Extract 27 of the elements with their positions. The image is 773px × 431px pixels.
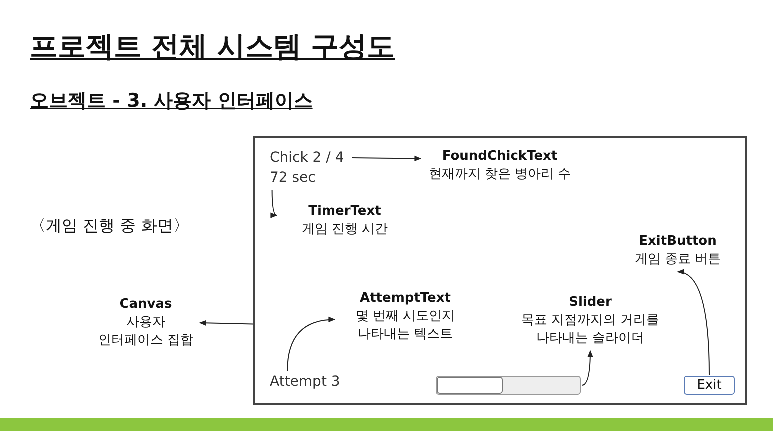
slider (436, 376, 581, 395)
exit-button: Exit (684, 376, 735, 395)
object-name: ExitButton (638, 233, 718, 251)
description-text: 목표 지점까지의 거리를 나타내는 슬라이더 (520, 312, 661, 348)
object-name: TimerText (308, 203, 382, 221)
status-text: Chick 2 / 4 (270, 150, 344, 166)
screen-frame (253, 136, 747, 405)
arrow (677, 270, 710, 376)
status-text: Attempt 3 (270, 374, 340, 390)
arrow (270, 190, 278, 217)
status-text: 72 sec (270, 170, 316, 186)
description-text: 게임 종료 버튼 (634, 251, 722, 269)
description-text: 게임 진행 시간 (300, 221, 390, 239)
arrow (352, 156, 422, 162)
screen-caption: 〈게임 진행 중 화면〉 (30, 216, 190, 237)
section-heading: 오브젝트 - 3. 사용자 인터페이스 (30, 89, 313, 114)
object-name: Canvas (118, 296, 174, 314)
slide-title: 프로젝트 전체 시스템 구성도 (30, 29, 396, 65)
arrow (287, 317, 336, 372)
object-name: AttemptText (359, 290, 452, 308)
object-name: Slider (568, 294, 613, 312)
description-text: 현재까지 찾은 병아리 수 (428, 166, 572, 184)
object-name: FoundChickText (441, 148, 559, 166)
description-text: 사용자 인터페이스 집합 (97, 314, 195, 350)
description-text: 몇 번째 시도인지 나타내는 텍스트 (354, 308, 456, 344)
arrow (582, 350, 594, 386)
arrow (199, 320, 254, 326)
